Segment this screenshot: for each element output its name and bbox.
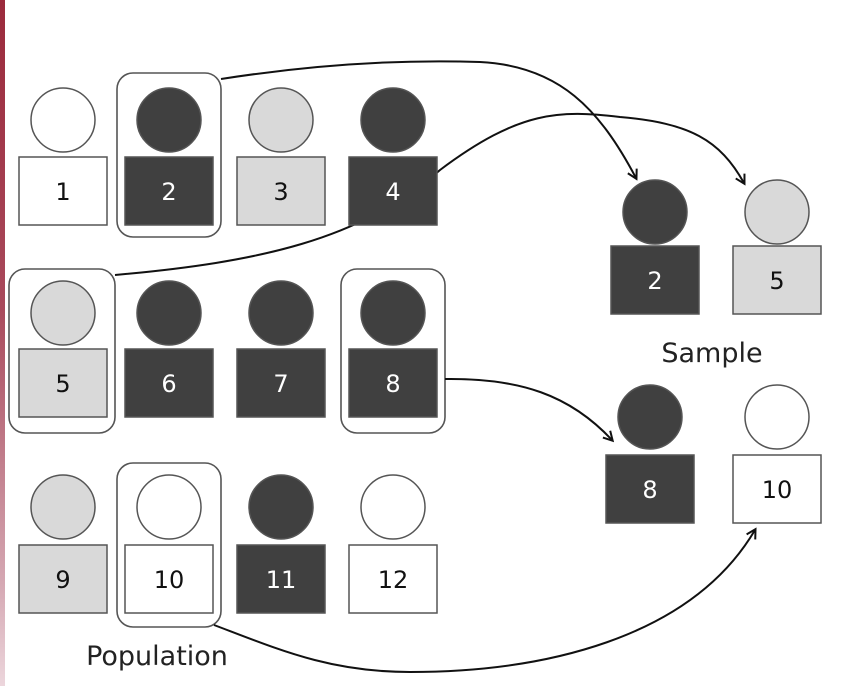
sample-person: 2 bbox=[610, 179, 700, 315]
population-person: 5 bbox=[18, 280, 108, 418]
person-head-icon bbox=[30, 87, 96, 153]
person-id-label: 12 bbox=[378, 566, 409, 594]
population-person: 10 bbox=[124, 474, 214, 614]
population-person: 9 bbox=[18, 474, 108, 614]
person-body-box bbox=[236, 156, 326, 226]
person-head-icon bbox=[136, 280, 202, 346]
sample-person: 8 bbox=[605, 384, 695, 524]
person-body-box bbox=[236, 544, 326, 614]
person-id-label: 7 bbox=[273, 370, 288, 398]
person-body-box bbox=[18, 544, 108, 614]
population-label: Population bbox=[86, 641, 228, 672]
person-head-icon bbox=[360, 280, 426, 346]
person-head-icon bbox=[744, 384, 810, 450]
person-head-icon bbox=[360, 87, 426, 153]
population-person: 6 bbox=[124, 280, 214, 418]
person-id-label: 5 bbox=[769, 267, 784, 295]
person-body-box bbox=[124, 544, 214, 614]
sample-person: 10 bbox=[732, 384, 822, 524]
person-head-icon bbox=[248, 474, 314, 540]
arrow-10-to-sample bbox=[213, 530, 755, 674]
arrow-8-to-sample bbox=[444, 377, 612, 440]
person-id-label: 6 bbox=[161, 370, 176, 398]
sample-person: 5 bbox=[732, 179, 822, 315]
person-head-icon bbox=[617, 384, 683, 450]
population-person: 12 bbox=[348, 474, 438, 614]
selection-frame-8 bbox=[340, 268, 446, 434]
person-body-box bbox=[348, 156, 438, 226]
person-head-icon bbox=[136, 87, 202, 153]
person-head-icon bbox=[30, 474, 96, 540]
person-body-box bbox=[348, 348, 438, 418]
person-body-box bbox=[124, 156, 214, 226]
person-body-box bbox=[18, 348, 108, 418]
population-person: 1 bbox=[18, 87, 108, 226]
person-body-box bbox=[610, 245, 700, 315]
person-body-box bbox=[732, 245, 822, 315]
person-id-label: 1 bbox=[55, 178, 70, 206]
person-head-icon bbox=[248, 87, 314, 153]
person-id-label: 5 bbox=[55, 370, 70, 398]
population-person: 11 bbox=[236, 474, 326, 614]
person-head-icon bbox=[136, 474, 202, 540]
sample-label: Sample bbox=[661, 338, 762, 369]
arrow-5-to-sample bbox=[114, 112, 744, 276]
person-body-box bbox=[605, 454, 695, 524]
population-person: 8 bbox=[348, 280, 438, 418]
population-person: 7 bbox=[236, 280, 326, 418]
person-id-label: 2 bbox=[161, 178, 176, 206]
person-head-icon bbox=[622, 179, 688, 245]
selection-frame-10 bbox=[116, 462, 222, 628]
person-head-icon bbox=[248, 280, 314, 346]
person-head-icon bbox=[30, 280, 96, 346]
person-id-label: 4 bbox=[385, 178, 400, 206]
selection-frame-5 bbox=[8, 268, 116, 434]
person-body-box bbox=[732, 454, 822, 524]
person-body-box bbox=[348, 544, 438, 614]
selection-frame-2 bbox=[116, 72, 222, 238]
person-id-label: 8 bbox=[642, 476, 657, 504]
person-head-icon bbox=[744, 179, 810, 245]
population-person: 4 bbox=[348, 87, 438, 226]
population-person: 2 bbox=[124, 87, 214, 226]
person-body-box bbox=[124, 348, 214, 418]
person-id-label: 8 bbox=[385, 370, 400, 398]
person-id-label: 11 bbox=[266, 566, 297, 594]
arrow-2-to-sample bbox=[220, 60, 636, 178]
person-id-label: 9 bbox=[55, 566, 70, 594]
person-body-box bbox=[18, 156, 108, 226]
person-head-icon bbox=[360, 474, 426, 540]
population-person: 3 bbox=[236, 87, 326, 226]
person-id-label: 2 bbox=[647, 267, 662, 295]
slide-edge-accent bbox=[0, 0, 5, 686]
person-id-label: 10 bbox=[762, 476, 793, 504]
person-id-label: 10 bbox=[154, 566, 185, 594]
person-body-box bbox=[236, 348, 326, 418]
person-id-label: 3 bbox=[273, 178, 288, 206]
